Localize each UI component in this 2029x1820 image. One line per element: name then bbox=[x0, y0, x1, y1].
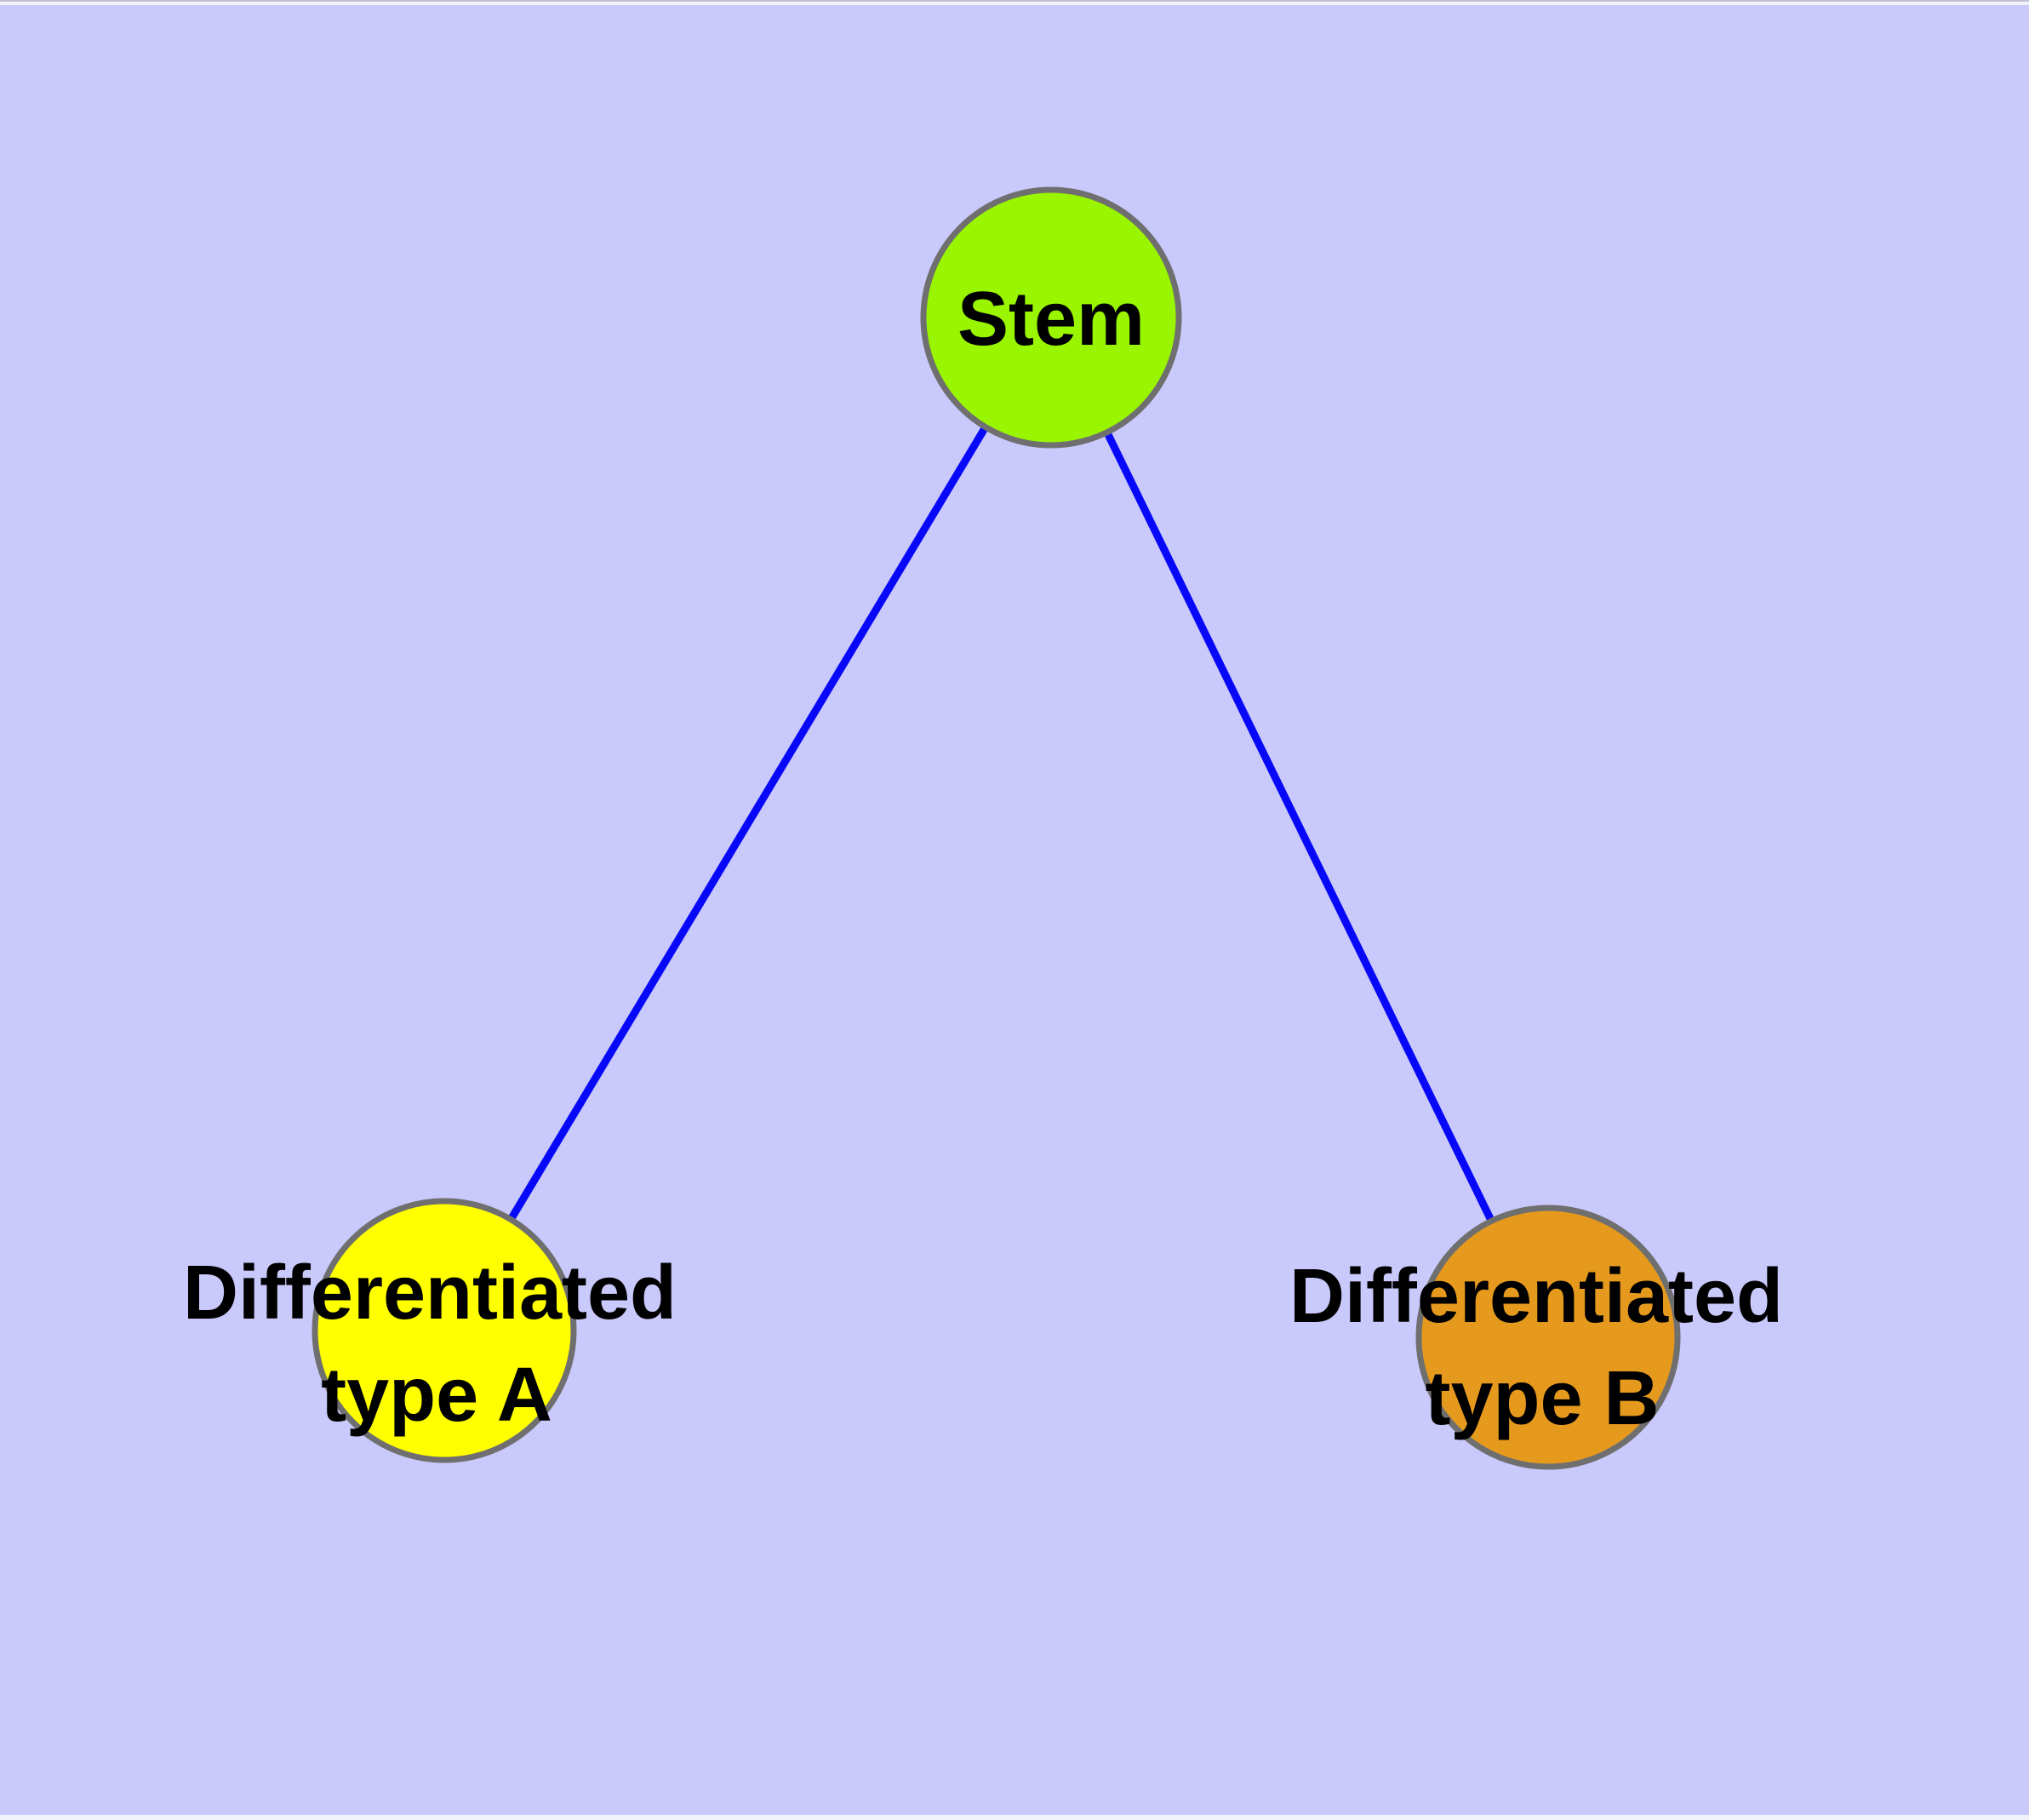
node-stem-label: Stem bbox=[957, 277, 1145, 362]
node-type-b-label-line-2: type B bbox=[1425, 1356, 1659, 1441]
node-differentiated-type-b bbox=[1415, 1205, 1681, 1470]
node-type-a-label-line-1: Differentiated bbox=[183, 1251, 677, 1336]
top-edge-line bbox=[0, 0, 2029, 2]
node-type-b-label-line-1: Differentiated bbox=[1289, 1254, 1783, 1339]
edge-stem-to-type-b bbox=[1047, 316, 1552, 1339]
node-stem bbox=[920, 186, 1182, 449]
node-type-a-label-line-2: type A bbox=[321, 1353, 552, 1438]
node-differentiated-type-a bbox=[311, 1198, 577, 1463]
edge-stem-to-type-a bbox=[441, 315, 1055, 1333]
